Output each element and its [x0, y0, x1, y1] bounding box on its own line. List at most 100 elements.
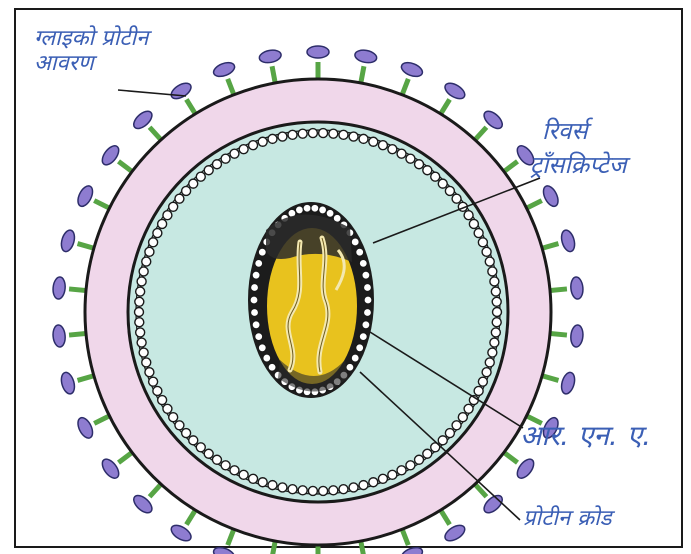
membrane-bead	[249, 474, 258, 483]
core-bead	[250, 296, 258, 304]
spike-knob	[540, 184, 561, 209]
membrane-bead	[458, 413, 467, 422]
membrane-bead	[196, 443, 205, 452]
membrane-bead	[349, 132, 358, 141]
membrane-bead	[230, 149, 239, 158]
core-bead	[364, 296, 372, 304]
spike-knob	[75, 184, 96, 209]
core-bead	[295, 206, 303, 214]
membrane-bead	[139, 267, 148, 276]
membrane-bead	[298, 486, 307, 495]
membrane-bead	[308, 129, 317, 138]
membrane-bead	[135, 297, 144, 306]
label-rt-line1: रिवर्स	[542, 118, 627, 146]
membrane-bead	[415, 455, 424, 464]
membrane-bead	[182, 429, 191, 438]
membrane-bead	[406, 154, 415, 163]
core-bead	[252, 271, 260, 279]
membrane-bead	[438, 436, 447, 445]
membrane-bead	[145, 247, 154, 256]
membrane-bead	[221, 461, 230, 470]
membrane-bead	[196, 172, 205, 181]
membrane-bead	[163, 404, 172, 413]
membrane-bead	[182, 186, 191, 195]
spike-knob	[52, 277, 66, 300]
core-bead	[319, 206, 327, 214]
spike-knob	[212, 545, 237, 554]
spike-knob	[59, 371, 77, 395]
membrane-bead	[169, 202, 178, 211]
membrane-bead	[378, 141, 387, 150]
membrane-bead	[452, 194, 461, 203]
core-bead	[263, 354, 271, 362]
core-bead	[258, 248, 266, 256]
core-bead	[258, 344, 266, 352]
core-bead	[359, 333, 367, 341]
membrane-bead	[145, 368, 154, 377]
core-bead	[356, 344, 364, 352]
membrane-bead	[136, 287, 145, 296]
label-rna: आर. एन. ए.	[520, 420, 651, 452]
membrane-bead	[491, 287, 500, 296]
spike-knob	[559, 371, 577, 395]
core-bead	[268, 363, 276, 371]
membrane-bead	[369, 478, 378, 487]
spike-knob	[399, 545, 424, 554]
membrane-bead	[153, 386, 162, 395]
membrane-bead	[478, 377, 487, 386]
membrane-bead	[469, 219, 478, 228]
core-bead	[252, 321, 260, 329]
core-bead	[251, 283, 259, 291]
membrane-bead	[329, 129, 338, 138]
membrane-bead	[298, 129, 307, 138]
membrane-bead	[142, 358, 151, 367]
membrane-bead	[268, 134, 277, 143]
membrane-bead	[258, 137, 267, 146]
core-bead	[356, 248, 364, 256]
core-bead	[359, 259, 367, 267]
membrane-bead	[388, 470, 397, 479]
core-bead	[351, 354, 359, 362]
spike-knob	[570, 324, 584, 347]
protein-core	[248, 202, 374, 398]
spike-knob	[258, 49, 282, 65]
spike-knob	[75, 415, 96, 440]
membrane-bead	[452, 421, 461, 430]
membrane-bead	[492, 297, 501, 306]
membrane-bead	[135, 318, 144, 327]
core-bead	[255, 333, 263, 341]
spike-knob	[442, 522, 467, 544]
membrane-bead	[239, 470, 248, 479]
core-bead	[351, 238, 359, 246]
membrane-bead	[482, 368, 491, 377]
membrane-bead	[288, 130, 297, 139]
spike-knob	[307, 46, 329, 58]
membrane-bead	[488, 267, 497, 276]
membrane-bead	[485, 257, 494, 266]
membrane-bead	[491, 328, 500, 337]
membrane-bead	[221, 154, 230, 163]
membrane-bead	[415, 160, 424, 169]
membrane-bead	[258, 478, 267, 487]
core-bead	[311, 204, 319, 212]
membrane-bead	[308, 486, 317, 495]
spike-knob	[559, 229, 577, 253]
membrane-bead	[139, 348, 148, 357]
label-protein-core: प्रोटीन क्रोड	[523, 506, 612, 531]
membrane-bead	[406, 461, 415, 470]
core-bead	[251, 309, 259, 317]
membrane-bead	[136, 328, 145, 337]
membrane-bead	[137, 277, 146, 286]
label-rt-line2: ट्राँसक्रिप्टेज	[530, 152, 627, 180]
membrane-bead	[153, 229, 162, 238]
membrane-bead	[490, 277, 499, 286]
spike-knob	[59, 229, 77, 253]
spike-knob	[442, 80, 467, 102]
spike-knob	[354, 49, 378, 65]
membrane-bead	[493, 308, 502, 317]
membrane-bead	[204, 166, 213, 175]
core-bead	[303, 204, 311, 212]
membrane-bead	[278, 483, 287, 492]
spike-knob	[399, 60, 424, 79]
